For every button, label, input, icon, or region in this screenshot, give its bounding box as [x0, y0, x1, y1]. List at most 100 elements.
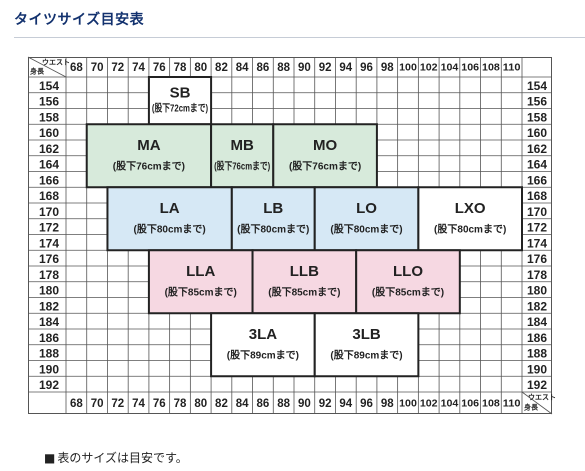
waist-header-top: 96 [360, 62, 373, 74]
height-header-left: 160 [39, 126, 59, 140]
height-header-left: 186 [39, 331, 59, 345]
height-header-left: 176 [39, 252, 59, 266]
size-note-llo: (股下85cmまで) [372, 287, 444, 299]
size-label-mb: MB [231, 137, 254, 154]
height-header-right: 180 [527, 284, 547, 298]
height-header-left: 164 [39, 158, 59, 172]
waist-header-top: 74 [132, 62, 145, 74]
waist-header-bottom: 96 [360, 398, 373, 410]
waist-header-top: 98 [381, 62, 394, 74]
waist-header-bottom: 84 [236, 398, 249, 410]
waist-header-top: 68 [70, 62, 83, 74]
waist-header-bottom: 90 [298, 398, 311, 410]
waist-header-bottom: 70 [91, 398, 104, 410]
size-block-mb [210, 123, 275, 189]
height-header-left: 188 [39, 347, 59, 361]
size-block-3lb [313, 312, 420, 378]
size-block-mo [272, 123, 378, 189]
corner-top-diagonal [27, 56, 67, 78]
waist-header-bottom: 86 [257, 398, 270, 410]
size-block-lla [147, 249, 254, 315]
waist-header-bottom: 88 [277, 398, 290, 410]
height-header-left: 172 [39, 221, 59, 235]
height-header-right: 190 [527, 362, 547, 376]
height-header-right: 176 [527, 252, 547, 266]
size-note-llb: (股下85cmまで) [268, 287, 340, 299]
height-header-right: 154 [527, 79, 547, 93]
waist-header-top: 70 [91, 62, 104, 74]
waist-header-top: 80 [194, 62, 207, 74]
waist-header-bottom: 106 [461, 399, 479, 410]
size-block-llb [251, 249, 358, 315]
waist-header-top: 86 [257, 62, 270, 74]
waist-header-bottom: 104 [441, 399, 459, 410]
footnote-text: 表のサイズは目安です。 [57, 451, 188, 465]
waist-header-bottom: 100 [399, 399, 417, 410]
size-label-llb: LLB [290, 263, 319, 280]
waist-header-top: 88 [277, 62, 290, 74]
waist-header-top: 76 [153, 62, 166, 74]
size-label-llo: LLO [393, 263, 423, 280]
size-note-3la: (股下89cmまで) [227, 350, 299, 362]
height-header-right: 166 [527, 173, 547, 187]
waist-header-bottom: 72 [111, 398, 124, 410]
waist-header-top: 92 [319, 62, 332, 74]
size-label-mo: MO [313, 137, 337, 154]
height-header-right: 188 [527, 347, 547, 361]
height-header-right: 186 [527, 331, 547, 345]
size-chart-svg: ウエスト身長ウエスト身長6868707072727474767678788080… [27, 56, 556, 415]
height-header-right: 174 [527, 236, 547, 250]
height-header-right: 158 [527, 110, 547, 124]
page-title: タイツサイズ目安表 [14, 12, 145, 28]
size-note-mb: (股下76cmまで) [214, 161, 270, 173]
waist-header-top: 100 [399, 63, 417, 74]
size-note-3lb: (股下89cmまで) [330, 350, 402, 362]
waist-header-bottom: 102 [420, 399, 438, 410]
waist-header-top: 72 [111, 62, 124, 74]
waist-header-bottom: 108 [482, 399, 500, 410]
waist-header-bottom: 80 [194, 398, 207, 410]
waist-header-bottom: 78 [174, 398, 187, 410]
size-block-lb [230, 186, 316, 252]
corner-bottom-diagonal [521, 391, 553, 415]
height-header-right: 164 [527, 158, 547, 172]
size-block-sb [147, 76, 213, 126]
height-header-right: 160 [527, 126, 547, 140]
waist-header-top: 78 [174, 62, 187, 74]
size-note-lla: (股下85cmまで) [165, 287, 237, 299]
size-block-lxo [417, 186, 524, 252]
height-header-right: 172 [527, 221, 547, 235]
height-header-left: 162 [39, 142, 59, 156]
size-note-lb: (股下80cmまで) [237, 224, 309, 236]
height-header-right: 192 [527, 378, 547, 392]
footnote: ■表のサイズは目安です。 [44, 449, 188, 466]
title-divider [14, 37, 585, 38]
waist-header-bottom: 82 [215, 398, 228, 410]
waist-header-bottom: 110 [503, 399, 521, 410]
height-header-left: 182 [39, 299, 59, 313]
size-label-lla: LLA [186, 263, 215, 280]
footnote-bullet: ■ [44, 451, 56, 465]
waist-header-top: 94 [339, 62, 352, 74]
waist-header-top: 110 [503, 63, 521, 74]
corner-bottom-height-label: 身長 [523, 403, 539, 412]
waist-header-top: 104 [441, 63, 459, 74]
height-header-left: 190 [39, 362, 59, 376]
waist-header-bottom: 74 [132, 398, 145, 410]
size-note-ma: (股下76cmまで) [113, 161, 185, 173]
size-note-sb: (股下72cmまで) [152, 103, 208, 115]
size-note-mo: (股下76cmまで) [289, 161, 361, 173]
height-header-right: 182 [527, 299, 547, 313]
size-block-la [106, 186, 233, 252]
waist-header-top: 84 [236, 62, 249, 74]
corner-top-height-label: 身長 [29, 67, 45, 76]
height-header-left: 178 [39, 268, 59, 282]
height-header-left: 168 [39, 189, 59, 203]
waist-header-bottom: 76 [153, 398, 166, 410]
height-header-left: 184 [39, 315, 59, 329]
size-block-ma [85, 123, 213, 189]
height-header-left: 174 [39, 236, 59, 250]
height-header-left: 166 [39, 173, 59, 187]
size-label-ma: MA [137, 137, 160, 154]
